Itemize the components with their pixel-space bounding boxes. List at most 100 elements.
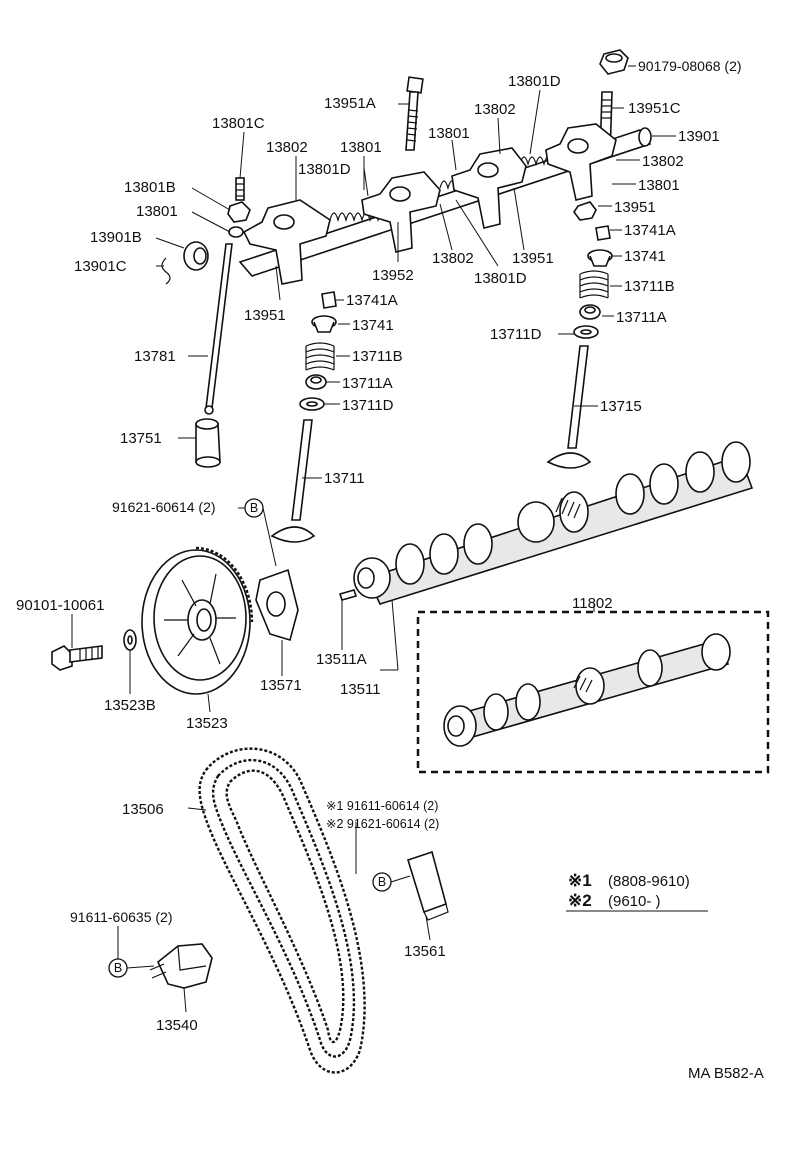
label-13715: 13715 [600,398,642,415]
nut-13801B [227,201,251,223]
label-13751: 13751 [120,430,162,447]
label-13741A-left: 13741A [346,292,398,309]
push-rod-13781 [204,243,233,415]
svg-text:B: B [378,875,386,889]
label-90179-08068: 90179-08068 (2) [638,58,742,74]
damper-13561 [407,850,449,921]
camshaft-13511 [353,441,754,605]
label-13901: 13901 [678,128,720,145]
lifter-13751 [195,418,221,468]
label-13952: 13952 [372,267,414,284]
timing-chain-13506 [198,747,366,1074]
label-note1-91611-60614: ※1 91611-60614 (2) [326,799,438,813]
rocker-arm-right [545,123,617,201]
label-13523: 13523 [186,715,228,732]
label-13801D-bottom: 13801D [474,270,527,287]
label-13901C: 13901C [74,258,127,275]
label-13711D-right: 13711D [490,326,542,343]
label-13951A: 13951A [324,95,376,112]
label-13506: 13506 [122,801,164,818]
label-13801-center: 13801 [428,125,470,142]
rocker-shaft-13901 [238,127,652,277]
rocker-arm-center [361,171,441,253]
nut-right [573,201,597,221]
keeper-13741A-right [595,225,611,241]
retainer-13741-left [311,315,337,333]
label-13801-mid: 13801 [340,139,382,156]
seal-13711A-left [305,374,327,390]
washer-13523B [123,629,137,651]
label-13802-right: 13802 [642,153,684,170]
callout-b-middle: B [372,872,392,892]
label-13801C: 13801C [212,115,265,132]
label-13711B-right: 13711B [624,278,675,295]
label-13801-left: 13801 [136,203,178,220]
label-91611-60635: 91611-60635 (2) [70,909,172,925]
nut-90179 [599,49,629,75]
label-13781: 13781 [134,348,176,365]
label-13951-center: 13951 [512,250,554,267]
label-13711: 13711 [324,470,365,487]
plate-13571 [255,568,299,642]
washer-13711D-right [573,325,599,339]
label-13540: 13540 [156,1017,198,1034]
label-13711A-right: 13711A [616,309,667,326]
adjusting-screw-13801 [228,226,244,238]
retainer-clip-13901B [183,241,209,271]
callout-b-bottom: B [108,958,128,978]
label-13802-left: 13802 [266,139,308,156]
adjusting-screw-13801C [235,177,245,201]
label-13801D-mid: 13801D [298,161,351,178]
clip-13901C [161,257,171,285]
label-13802-top: 13802 [474,101,516,118]
label-13741-right: 13741 [624,248,666,265]
diagram-id: MA B582-A [688,1065,764,1082]
label-13951-right: 13951 [614,199,656,216]
legend-range-2: (9610- ) [608,893,661,910]
label-13802-center: 13802 [432,250,474,267]
label-13511: 13511 [340,681,381,698]
tensioner-13540 [149,943,213,989]
label-91621-60614-top: 91621-60614 (2) [112,499,216,515]
label-13711D-left: 13711D [342,397,394,414]
label-13511A: 13511A [316,651,367,668]
label-note2-91621-60614: ※2 91621-60614 (2) [326,817,439,831]
legend-mark-2: ※2 [568,891,592,910]
sprocket-13523 [141,546,254,695]
spring-13711B-right [579,270,609,299]
seal-13711A-right [579,304,601,320]
bolt-90101 [51,645,103,671]
label-90101-10061: 90101-10061 [16,597,104,614]
label-13523B: 13523B [104,697,156,714]
label-13801B: 13801B [124,179,176,196]
svg-text:B: B [250,501,258,515]
callout-b-top: B [244,498,264,518]
label-13711B-left: 13711B [352,348,403,365]
label-13561: 13561 [404,943,446,960]
rocker-arm-left [242,199,331,285]
label-13711A-left: 13711A [342,375,393,392]
bolt-13951A [405,76,424,151]
applicability-legend: ※1 (8808-9610) ※2 (9610- ) [566,871,708,912]
label-13741A-right: 13741A [624,222,676,239]
label-13901B: 13901B [90,229,142,246]
label-11802: 11802 [572,595,613,612]
washer-13711D-left [299,397,325,411]
label-13801-right: 13801 [638,177,680,194]
keeper-13741A-left [321,291,337,309]
label-13951C: 13951C [628,100,681,117]
label-13801D-top: 13801D [508,73,561,90]
valve-13715 [546,345,592,469]
valve-13711 [270,419,316,543]
label-13951-left: 13951 [244,307,286,324]
leader-lines [71,89,676,1013]
camshaft-11802 [443,633,731,747]
svg-text:B: B [114,961,122,975]
part-labels: 90179-08068 (2) 13801D 13951A 13802 1395… [16,58,742,1034]
rocker-arm-center-right [451,147,527,229]
legend-range-1: (8808-9610) [608,873,690,890]
retainer-13741-right [587,249,613,267]
label-13741-left: 13741 [352,317,394,334]
spring-13711B-left [305,342,335,371]
